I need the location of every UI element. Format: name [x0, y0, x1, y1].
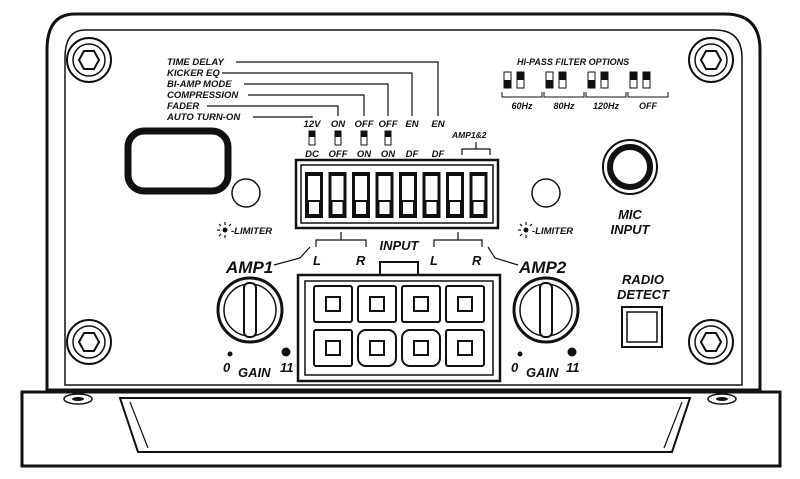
switch-position-labels: 12V DC ON OFF OFF ON OFF ON EN DF EN DF: [304, 119, 446, 160]
gain-label-2: GAIN: [526, 365, 559, 380]
switch-up-label: 12V: [304, 119, 322, 130]
connector-pin: [445, 329, 485, 367]
switch-down-label: DF: [406, 149, 419, 160]
base-recess: [118, 397, 692, 453]
limiter-led-amp1: -LIMITER: [217, 178, 272, 238]
connector-pin: [401, 285, 441, 323]
limiter-sun-icon-1: [217, 222, 232, 238]
mic-input-jack[interactable]: [602, 139, 658, 195]
gain-min-1: 0: [223, 360, 231, 375]
switch-down-label: DF: [432, 149, 445, 160]
limiter-led-amp2: -LIMITER: [518, 178, 573, 238]
dip-switch[interactable]: [375, 172, 394, 218]
limiter-label-2: -LIMITER: [532, 226, 573, 237]
hpf-option-label: 60Hz: [511, 101, 533, 111]
gain-max-dot-1: [281, 347, 291, 357]
gain-label-1: GAIN: [238, 365, 271, 380]
panel-inner: [64, 29, 743, 386]
hpf-option: 120Hz: [585, 71, 627, 111]
input-label: INPUT: [380, 238, 420, 253]
switch-down-label: DC: [305, 149, 319, 160]
radio-label-line2: DETECT: [617, 287, 670, 302]
switch-up-label: EN: [431, 119, 445, 130]
leader-lines: [207, 61, 439, 118]
gain-max-2: 11: [566, 360, 580, 375]
mic-label-line1: MIC: [618, 207, 642, 222]
mini-switch-icon: [360, 130, 368, 146]
base-screw-left: [63, 393, 93, 405]
connector-pin: [357, 285, 397, 323]
label-fader: FADER: [167, 101, 199, 112]
input-connector[interactable]: [296, 261, 502, 383]
hpf-option: 60Hz: [501, 71, 543, 111]
input-right-1: R: [356, 253, 366, 268]
switch-down-label: OFF: [329, 149, 348, 160]
label-kicker-eq: KICKER EQ: [167, 68, 220, 79]
dip-switch[interactable]: [399, 172, 417, 218]
mini-switch-icon: [308, 130, 316, 146]
limiter-label-1: -LIMITER: [231, 226, 272, 237]
connector-pin: [401, 329, 441, 367]
gain-min-dot-2: [517, 351, 523, 357]
gain-max-1: 11: [280, 360, 294, 375]
dip-switch[interactable]: [352, 172, 370, 218]
screw-bottom-left: [66, 319, 112, 365]
dip-switch[interactable]: [422, 172, 441, 218]
dip-switch[interactable]: [469, 172, 488, 218]
amp12-label: AMP1&2: [451, 130, 487, 140]
amp2-label: AMP2: [518, 258, 567, 277]
switch-down-label: ON: [381, 149, 396, 160]
hpf-option-label: 80Hz: [553, 101, 575, 111]
label-compression: COMPRESSION: [167, 90, 239, 101]
amp1-gain-knob[interactable]: [216, 276, 284, 344]
hpf-option-label: OFF: [639, 101, 657, 111]
hpf-option-label: 120Hz: [593, 101, 620, 111]
limiter-sun-icon-2: [518, 222, 533, 238]
amp2-gain-knob[interactable]: [512, 276, 580, 344]
hpf-option: 80Hz: [543, 71, 585, 111]
switch-down-label: ON: [357, 149, 372, 160]
switch-up-label: OFF: [379, 119, 398, 130]
base-screw-right: [707, 393, 737, 405]
status-window: [124, 127, 232, 195]
screw-bottom-right: [688, 319, 734, 365]
switch-up-label: ON: [331, 119, 346, 130]
dip-switch[interactable]: [305, 172, 323, 218]
amp1-label: AMP1: [225, 258, 273, 277]
dip-switch[interactable]: [328, 172, 347, 218]
radio-detect-button[interactable]: [621, 306, 663, 348]
screw-top-right: [688, 37, 734, 83]
label-time-delay: TIME DELAY: [167, 57, 225, 68]
input-right-2: R: [472, 253, 482, 268]
gain-min-2: 0: [511, 360, 519, 375]
switch-up-label: EN: [405, 119, 419, 130]
hpf-title: HI-PASS FILTER OPTIONS: [517, 57, 629, 67]
label-auto-turn-on: AUTO TURN-ON: [166, 112, 241, 123]
connector-pin: [313, 329, 353, 367]
connector-pin: [313, 285, 353, 323]
input-left-2: L: [430, 253, 438, 268]
hpf-option: OFF: [627, 71, 669, 111]
screw-top-left: [66, 37, 112, 83]
amp12-bracket: AMP1&2: [451, 130, 491, 155]
dip-function-labels: TIME DELAY KICKER EQ BI-AMP MODE COMPRES…: [166, 57, 241, 123]
gain-min-dot-1: [227, 351, 233, 357]
dip-switch[interactable]: [446, 172, 464, 218]
hpf-block: HI-PASS FILTER OPTIONS 60Hz 80Hz 120Hz OFF: [501, 57, 669, 111]
connector-pin: [445, 285, 485, 323]
mini-switch-icon: [334, 130, 342, 146]
gain-max-dot-2: [567, 347, 577, 357]
dip-switch-block: [294, 158, 500, 230]
label-bi-amp-mode: BI-AMP MODE: [167, 79, 232, 90]
connector-pin: [357, 329, 397, 367]
input-brackets: [273, 232, 519, 266]
switch-up-label: OFF: [355, 119, 374, 130]
mini-switch-icon: [384, 130, 392, 146]
input-left-1: L: [313, 253, 321, 268]
radio-label-line1: RADIO: [622, 272, 664, 287]
mic-label-line2: INPUT: [611, 222, 651, 237]
